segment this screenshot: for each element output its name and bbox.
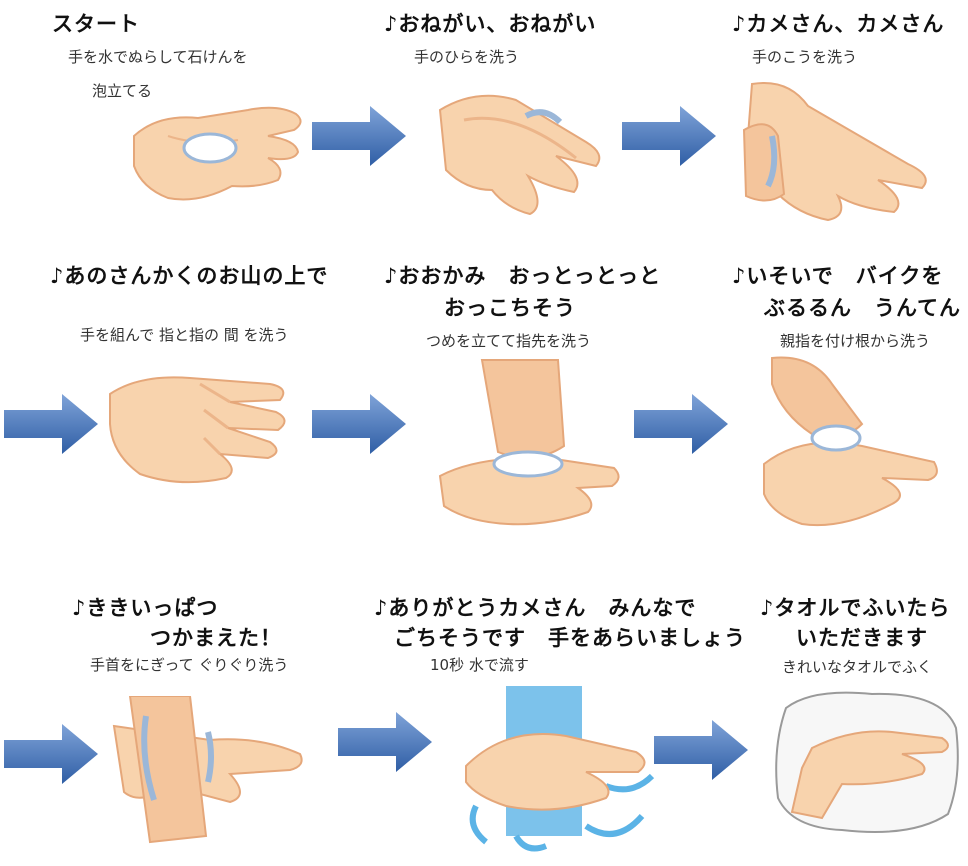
step-instruction: つめを立てて指先を洗う xyxy=(426,332,592,350)
step-instruction: 手首をにぎって ぐりぐり洗う xyxy=(90,656,289,674)
arrow-right-icon xyxy=(338,710,434,774)
arrow-right-icon xyxy=(312,104,408,168)
step-title: いただきます xyxy=(796,626,928,650)
step-title: ぶるるん うんてん xyxy=(764,296,961,320)
step-title: ♪カメさん、カメさん xyxy=(732,12,945,36)
step-title: ♪あのさんかくのお山の上で xyxy=(50,264,329,288)
rub-palms-icon xyxy=(436,80,612,220)
step-instruction: 10秒 水で流す xyxy=(430,656,529,674)
step-title: スタート xyxy=(52,12,140,36)
step-instruction: きれいなタオルでふく xyxy=(782,658,933,676)
arrow-right-icon xyxy=(4,392,100,456)
step-instruction: 手のこうを洗う xyxy=(752,48,858,66)
wrist-wash-icon xyxy=(110,696,306,844)
arrow-right-icon xyxy=(312,392,408,456)
fingertips-icon xyxy=(438,356,624,532)
arrow-right-icon xyxy=(634,392,730,456)
step-title: ♪いそいで バイクを xyxy=(732,264,944,288)
step-title: つかまえた！ xyxy=(150,626,282,650)
step-title: ♪おねがい、おねがい xyxy=(384,12,597,36)
step-title: おっこちそう xyxy=(444,296,576,320)
arrow-right-icon xyxy=(4,722,100,786)
step-instruction: 手を組んで 指と指の 間 を洗う xyxy=(80,326,289,344)
step-instruction: 親指を付け根から洗う xyxy=(780,332,931,350)
towel-dry-icon xyxy=(772,688,962,838)
rinse-water-icon xyxy=(456,686,656,858)
interlaced-fingers-icon xyxy=(100,354,296,494)
step-title: ♪おおかみ おっとっとっと xyxy=(384,264,662,288)
thumb-wash-icon xyxy=(762,354,942,534)
step-instruction: 手を水でぬらして石けんを xyxy=(68,48,248,66)
arrow-right-icon xyxy=(622,104,718,168)
step-title: ごちそうです 手をあらいましょう xyxy=(394,626,746,650)
arrow-right-icon xyxy=(654,718,750,782)
step-title: ♪ありがとうカメさん みんなで xyxy=(374,596,697,620)
step-title: ♪タオルでふいたら xyxy=(760,596,951,620)
step-instruction: 手のひらを洗う xyxy=(414,48,520,66)
step-instruction: 泡立てる xyxy=(92,82,153,100)
back-of-hand-icon xyxy=(738,76,938,224)
step-title: ♪ききいっぱつ xyxy=(72,596,219,620)
palm-with-soap-icon xyxy=(128,96,308,214)
